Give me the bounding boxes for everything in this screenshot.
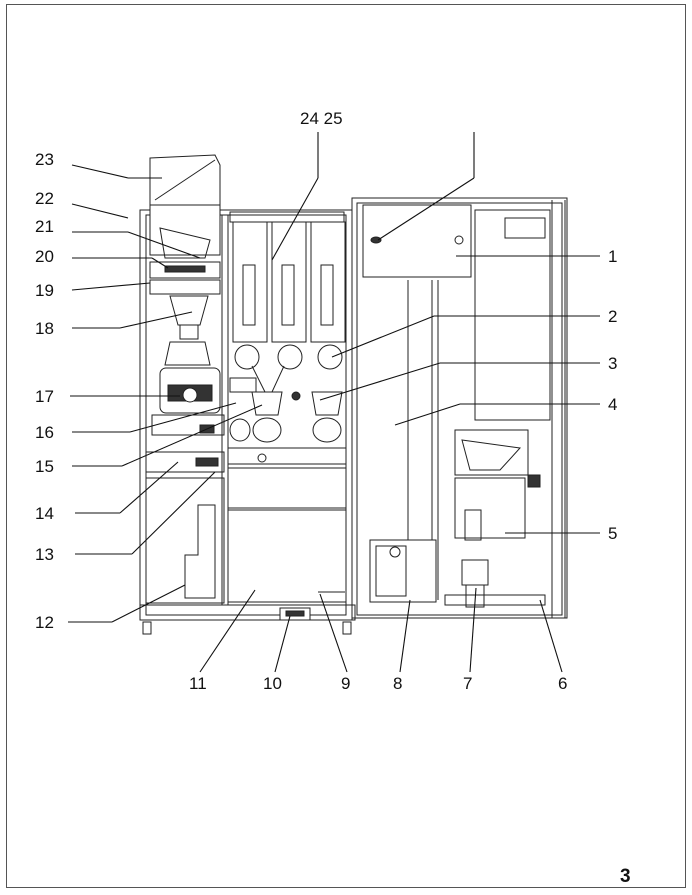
label-1: 1: [608, 247, 617, 266]
page-frame: [6, 4, 686, 888]
label-18: 18: [35, 319, 54, 338]
top-hopper: [149, 154, 221, 259]
label-17: 17: [35, 387, 54, 406]
label-6: 6: [558, 674, 567, 693]
label-10: 10: [263, 674, 282, 693]
label-12: 12: [35, 613, 54, 632]
mixing-bowls: [227, 377, 347, 465]
brewer-assembly: [145, 261, 225, 604]
label-15: 15: [35, 457, 54, 476]
lower-compartment: [227, 467, 347, 621]
right-window: [474, 200, 566, 618]
page-number: 3: [620, 866, 631, 887]
label-22: 22: [35, 189, 54, 208]
label-8: 8: [393, 674, 402, 693]
label-19: 19: [35, 281, 54, 300]
drip-tray-box: [369, 539, 437, 603]
leader-lines: [68, 132, 600, 673]
ingredient-canisters: [229, 211, 346, 393]
label-2: 2: [608, 307, 617, 326]
label-13: 13: [35, 545, 54, 564]
label-20: 20: [35, 247, 54, 266]
label-3: 3: [608, 354, 617, 373]
label-16: 16: [35, 423, 54, 442]
label-7: 7: [463, 674, 472, 693]
label-23: 23: [35, 150, 54, 169]
label-9: 9: [341, 674, 350, 693]
label-14: 14: [35, 504, 54, 523]
control-box: [362, 204, 472, 278]
callout-labels: 24 25 23 22 21 20 19 18 17 16 15 14 13 1…: [35, 109, 617, 693]
label-24-25: 24 25: [300, 109, 343, 128]
cup-station: [444, 429, 546, 608]
label-11: 11: [189, 674, 207, 693]
label-5: 5: [608, 524, 617, 543]
label-21: 21: [35, 217, 54, 236]
label-4: 4: [608, 395, 617, 414]
